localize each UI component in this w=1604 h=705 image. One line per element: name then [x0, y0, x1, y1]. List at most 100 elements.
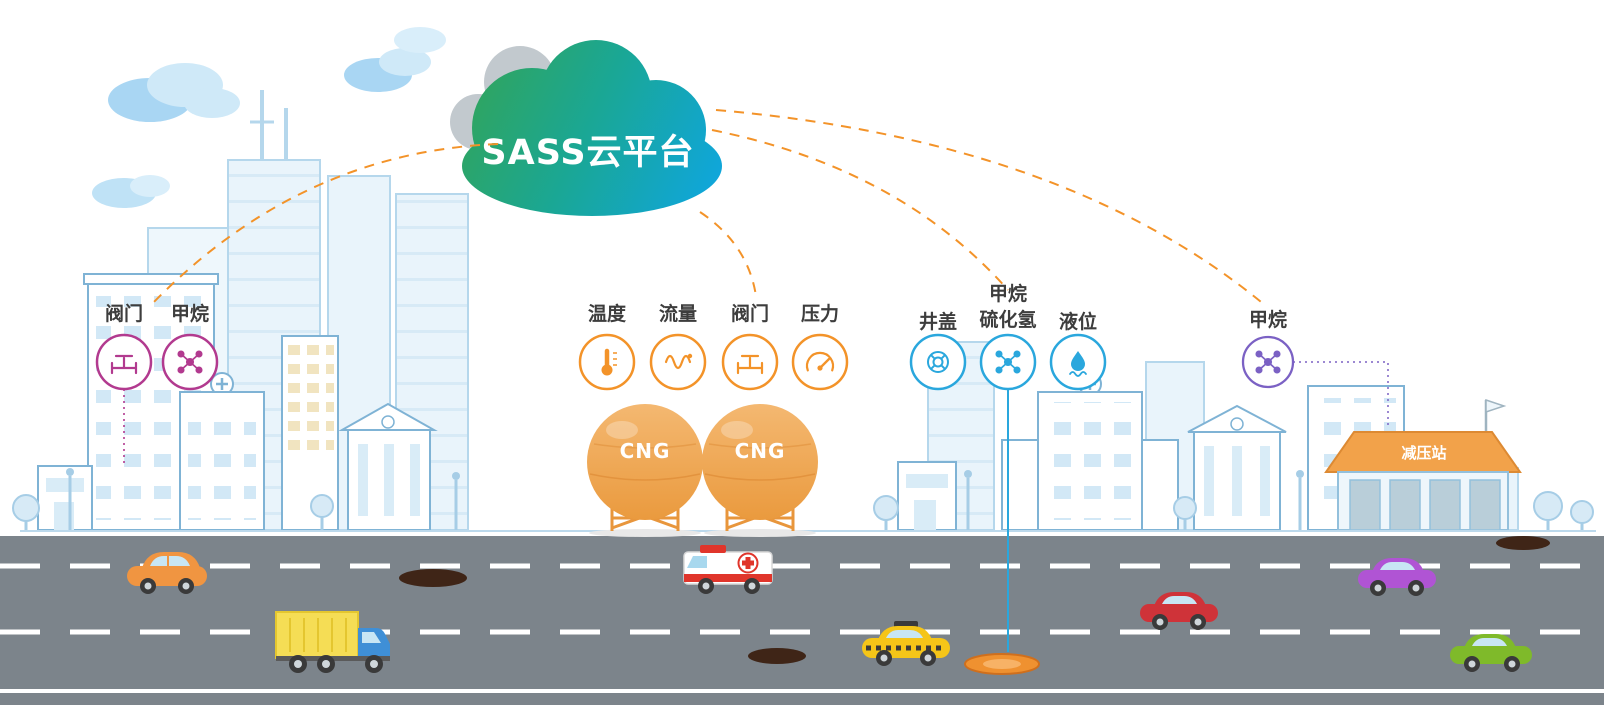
sky-cloud [184, 88, 240, 118]
bank-column [1260, 446, 1270, 516]
valve-icon [736, 354, 764, 375]
street-greenery [12, 468, 460, 530]
pressure-station-zone: 减压站 [1307, 385, 1594, 531]
street-greenery [873, 470, 1304, 530]
sensor-label-methane: 甲烷 [989, 282, 1027, 305]
car-body [127, 566, 207, 586]
road-surface [0, 536, 1604, 705]
lamp-head [1296, 470, 1304, 478]
flow-icon [664, 353, 693, 370]
sensor-label-liquid-level: 液位 [1059, 310, 1097, 333]
tank-highlight [606, 421, 638, 439]
tree-icon [1570, 500, 1594, 524]
sensor-group-city: 阀门 甲烷 [95, 302, 219, 391]
building-bank [338, 402, 438, 531]
red-cross-icon [742, 557, 754, 569]
wheel-hub [1156, 618, 1164, 626]
sky-clouds [92, 27, 446, 208]
station-door [1429, 479, 1461, 531]
car-window [1162, 596, 1197, 604]
cng-tank-sphere [587, 404, 703, 520]
sky-cloud [394, 27, 446, 53]
tree-icon [873, 495, 899, 521]
bank-column [384, 444, 394, 516]
sensor-label-valve: 阀门 [731, 302, 769, 325]
cloud-body [462, 116, 722, 216]
wheel-hub [924, 654, 932, 662]
cloud-platform-title: SASS云平台 [481, 133, 694, 173]
truck-cab-window [362, 632, 381, 643]
tank-seam [593, 443, 697, 449]
wheel-hub [1412, 584, 1420, 592]
car-window [1472, 638, 1507, 646]
station-door [1349, 479, 1381, 531]
lamp-head [66, 468, 74, 476]
building-shops [37, 465, 93, 531]
bank-column [1204, 446, 1214, 516]
tank-highlight [721, 421, 753, 439]
sensor-circle [791, 333, 849, 391]
hospital-wing [1139, 439, 1179, 531]
wheel-hub [1508, 660, 1516, 668]
tank-seam [704, 473, 816, 481]
wheel-hub [182, 582, 190, 590]
car-body [1140, 604, 1218, 622]
bank-column [1232, 446, 1242, 516]
sensor-label-pressure: 压力 [801, 302, 839, 325]
connection-to-pipeline-sensors [711, 129, 1009, 291]
manhole-patch [1496, 536, 1550, 550]
city-middle [873, 341, 1304, 531]
lamp-head [452, 472, 460, 480]
car-window [1380, 562, 1415, 570]
tree-icon [310, 494, 334, 518]
wheel-hub [144, 582, 152, 590]
building-clinic [179, 372, 265, 531]
tree-icon [12, 494, 40, 522]
tank-label: CNG [735, 439, 786, 463]
tree-icon [1173, 496, 1197, 520]
station-door [1389, 479, 1421, 531]
shop-window [46, 478, 84, 492]
tank-label: CNG [620, 439, 671, 463]
methane-icon [995, 350, 1021, 374]
tank-shadow [704, 529, 816, 537]
wheel-hub [294, 660, 302, 668]
tank-seam [708, 443, 812, 449]
green-car [1450, 634, 1532, 672]
wheel-hub [322, 660, 330, 668]
delivery-truck [275, 611, 390, 673]
sensor-group-cng: 温度 流量 阀门 压力 [578, 302, 849, 391]
lamp-head [964, 470, 972, 478]
sensor-group-pipeline: 井盖 甲烷 硫化氢 液位 [909, 282, 1107, 391]
sensor-drop-connectors [123, 361, 1389, 652]
ambulance-lightbar [700, 545, 726, 553]
building-shops-2 [897, 461, 957, 531]
sass-cloud-platform: SASS云平台 [450, 40, 722, 216]
station-door [1469, 479, 1501, 531]
methane-icon [177, 350, 203, 374]
window-grid [188, 404, 256, 520]
road [0, 536, 1604, 705]
wheel-hub [370, 660, 378, 668]
shop-door [914, 500, 936, 530]
tree-icon [1533, 491, 1563, 521]
sky-cloud [130, 175, 170, 197]
sensor-group-station: 甲烷 [1241, 308, 1295, 389]
building-bank-2 [1187, 404, 1287, 531]
red-car [1140, 592, 1218, 630]
methane-icon [1255, 350, 1281, 374]
manhole-icon [927, 351, 949, 373]
cargo-ridges [289, 618, 347, 652]
cng-tank-sphere [702, 404, 818, 520]
station-link-line [1293, 361, 1389, 426]
city-left [12, 90, 469, 531]
window-grid [286, 342, 334, 454]
sensor-circle [909, 333, 967, 391]
connection-to-cng-sensors [699, 211, 757, 297]
bank-column [410, 444, 420, 516]
car-body [1358, 570, 1436, 588]
gas-leak-spot-core [983, 659, 1021, 669]
bank-emblem [381, 415, 395, 429]
window-grid [1046, 402, 1134, 520]
